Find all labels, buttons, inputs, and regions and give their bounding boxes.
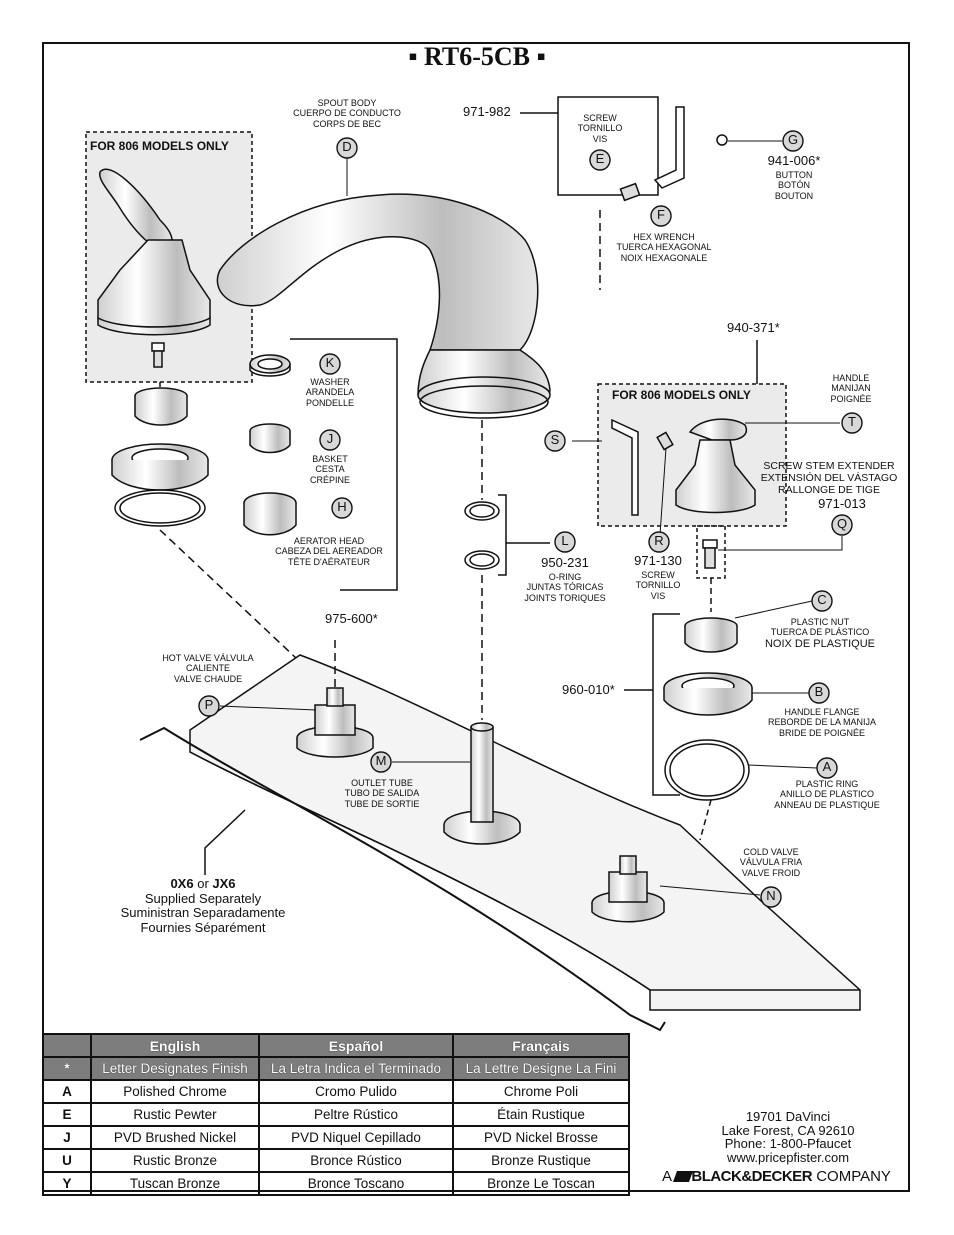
supplied-separately-note: 0X6 or JX6 Supplied Separately Suministr… xyxy=(120,876,286,935)
aerator-head xyxy=(243,492,297,536)
left-806-label: FOR 806 MODELS ONLY xyxy=(90,139,229,153)
callout-G: G xyxy=(787,132,799,147)
right-plastic-nut xyxy=(684,617,738,653)
handle-kit-number: 940-371* xyxy=(727,320,780,335)
o-ring-number: 950-231 xyxy=(541,555,589,570)
left-plastic-ring xyxy=(114,489,206,527)
hot-valve xyxy=(296,687,374,758)
button-number: 941-006* xyxy=(767,153,821,168)
legend-star-row: * Letter Designates Finish La Letra Indi… xyxy=(42,1056,630,1081)
left-handle-flange xyxy=(111,443,209,491)
callout-L: L xyxy=(561,533,569,548)
deck-outline-bracket xyxy=(139,726,666,1032)
legend-header-francais: Français xyxy=(452,1033,630,1058)
set-screw xyxy=(619,182,641,202)
model-title: ▪ RT6-5CB ▪ xyxy=(408,42,546,71)
legend-header-row: English Español Français xyxy=(42,1033,630,1058)
allen-wrench xyxy=(611,418,639,516)
stem-extender-number: 971-013 xyxy=(818,496,866,511)
right-plastic-ring xyxy=(664,739,750,801)
right-806-label: FOR 806 MODELS ONLY xyxy=(612,388,751,402)
o-ring-lower xyxy=(464,550,500,570)
brand-line: A BLACK&DECKER COMPANY xyxy=(662,1168,891,1185)
callout-R: R xyxy=(654,533,664,548)
callout-A: A xyxy=(822,759,832,774)
callout-T: T xyxy=(848,414,856,429)
callout-E: E xyxy=(595,151,605,166)
legend-row: A Polished Chrome Cromo Pulido Chrome Po… xyxy=(42,1079,630,1104)
button xyxy=(716,134,728,146)
left-handle-screw xyxy=(151,342,165,368)
outlet-tube xyxy=(443,722,521,845)
legend-row: E Rustic Pewter Peltre Rústico Étain Rus… xyxy=(42,1102,630,1127)
callout-C: C xyxy=(817,592,827,607)
callout-D: D xyxy=(342,139,352,154)
finish-legend-table: English Español Français * Letter Design… xyxy=(42,1033,630,1196)
callout-H: H xyxy=(337,499,347,514)
deck-plate xyxy=(189,654,861,1011)
callout-F: F xyxy=(657,207,665,222)
wrench-kit-box xyxy=(557,96,659,196)
callout-B: B xyxy=(814,684,824,699)
company-address: 19701 DaVinci Lake Forest, CA 92610 Phon… xyxy=(721,1109,855,1165)
brand-name: BLACK&DECKER xyxy=(691,1168,813,1185)
legend-row: U Rustic Bronze Bronce Rústico Bronze Ru… xyxy=(42,1148,630,1173)
aerator-kit-number: 975-600* xyxy=(325,611,378,626)
o-ring-upper xyxy=(464,501,500,521)
callout-Q: Q xyxy=(836,516,848,531)
legend-header-english: English xyxy=(90,1033,260,1058)
callout-circles xyxy=(198,130,863,908)
basket xyxy=(249,423,291,454)
callout-P: P xyxy=(204,697,214,712)
legend-header-espanol: Español xyxy=(258,1033,454,1058)
flange-kit-number: 960-010* xyxy=(562,682,615,697)
callout-K: K xyxy=(325,355,335,370)
handle-screw-number: 971-130 xyxy=(634,553,682,568)
legend-row: J PVD Brushed Nickel PVD Niquel Cepillad… xyxy=(42,1125,630,1150)
left-lever-handle xyxy=(97,168,211,336)
right-lever-handle xyxy=(675,418,756,514)
wrench-kit-number: 971-982 xyxy=(463,104,511,119)
stem-extender xyxy=(702,539,718,569)
cold-valve xyxy=(591,855,665,923)
handle-set-screw xyxy=(656,431,674,451)
callout-M: M xyxy=(375,753,387,768)
spout-body xyxy=(216,193,551,419)
left-plastic-nut xyxy=(134,387,188,426)
hex-wrench xyxy=(653,106,685,189)
washer xyxy=(249,354,291,377)
callout-J: J xyxy=(326,431,334,446)
callout-N: N xyxy=(766,888,776,903)
legend-row: Y Tuscan Bronze Bronce Toscano Bronze Le… xyxy=(42,1171,630,1196)
callout-S: S xyxy=(550,432,560,447)
right-handle-flange xyxy=(663,672,753,716)
